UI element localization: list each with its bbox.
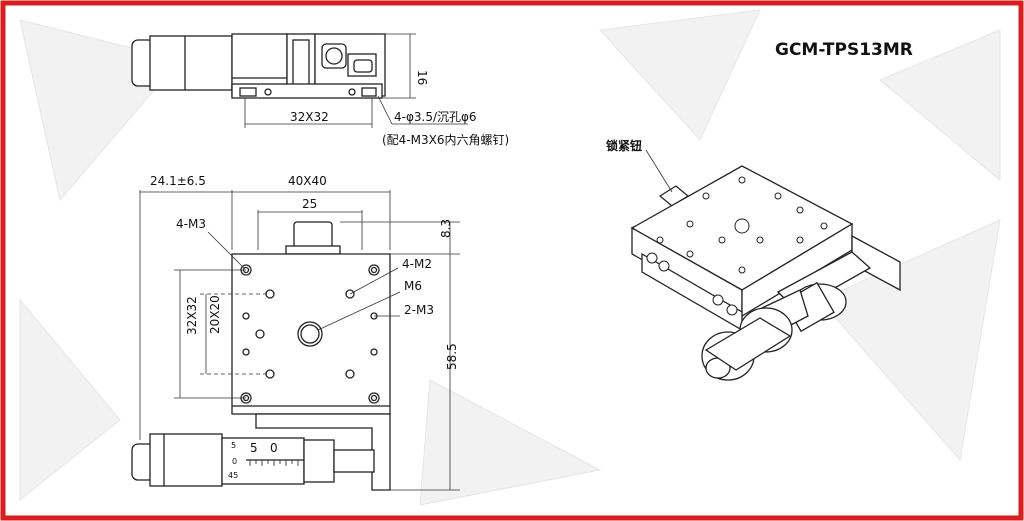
label-2m3: 2-M3: [404, 303, 434, 317]
isometric-holes: [646, 176, 828, 316]
dim-25: 25: [302, 197, 317, 211]
dim-32x32: 32X32: [185, 296, 199, 335]
dim-top-size: 40X40: [288, 174, 327, 188]
label-m6: M6: [404, 279, 422, 293]
top-screw-note: (配4-M3X6内六角螺钉): [382, 133, 509, 147]
scale-5-small: 5: [231, 441, 236, 450]
top-dim-height: 16: [415, 70, 429, 85]
label-4m2: 4-M2: [402, 257, 432, 271]
top-dim-width: 32X32: [290, 110, 329, 124]
top-view: [131, 33, 468, 128]
lock-callout-line: [645, 149, 673, 193]
scale-0: 0: [270, 441, 278, 455]
scale-0-small: 0: [232, 457, 237, 466]
top-hole-note: 4-φ3.5/沉孔φ6: [394, 110, 477, 124]
dim-20x20: 20X20: [208, 295, 222, 334]
dim-8-3: 8.3: [439, 219, 453, 238]
lock-knob-label: 锁紧钮: [606, 138, 642, 153]
isometric-view: [630, 165, 901, 381]
dim-travel: 24.1±6.5: [150, 174, 206, 188]
label-4m3: 4-M3: [176, 217, 206, 231]
front-view: [131, 190, 460, 491]
dim-58-5: 58.5: [445, 343, 459, 370]
model-title: GCM-TPS13MR: [775, 40, 913, 60]
scale-45: 45: [228, 471, 238, 480]
scale-5: 5: [250, 441, 258, 455]
